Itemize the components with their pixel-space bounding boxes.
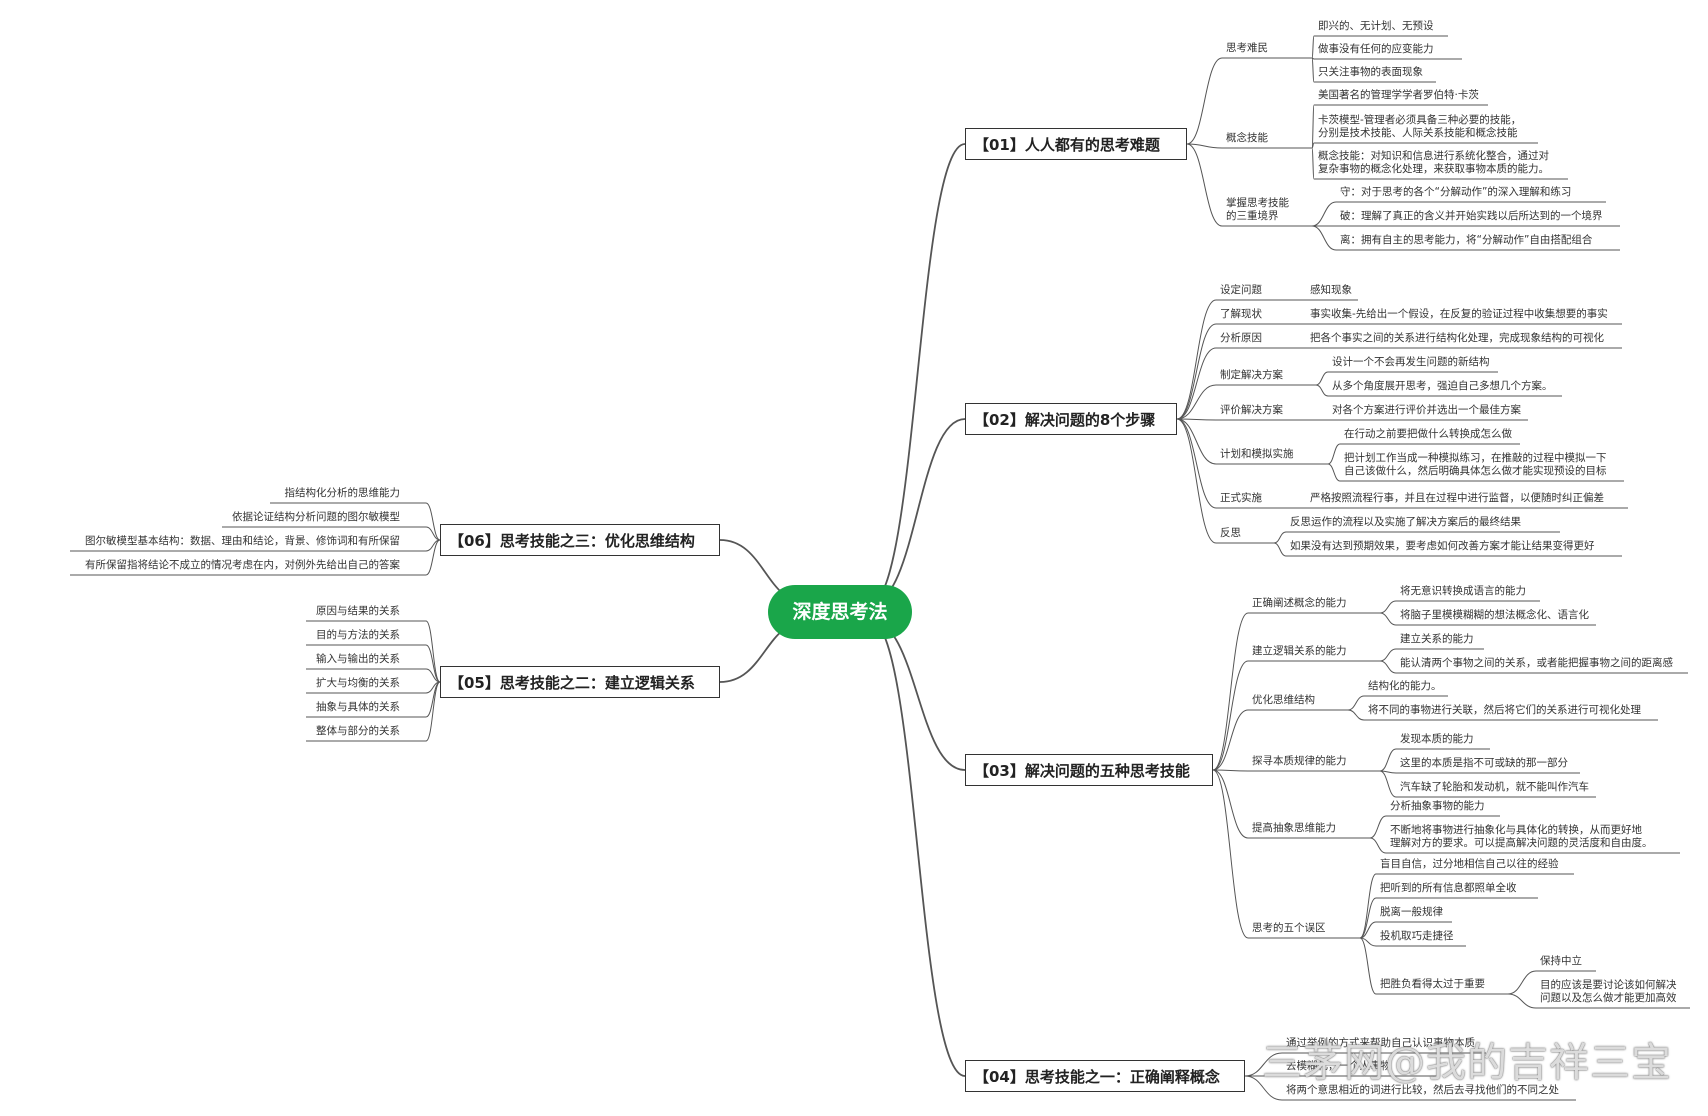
branch-02-step[interactable]: 了解现状 [1220,308,1262,320]
branch-01-topic[interactable]: 概念技能 [1226,132,1268,144]
branch-03-leaf[interactable]: 不断地将事物进行抽象化与具体化的转换，从而更好地理解对方的要求。可以提高解决问题… [1390,824,1653,849]
branch-02-leaf[interactable]: 严格按照流程行事，并且在过程中进行监督，以便随时纠正偏差 [1310,492,1604,504]
branch-01-box[interactable]: 【01】人人都有的思考难题 [965,128,1187,160]
branch-06-box[interactable]: 【06】思考技能之三：优化思维结构 [440,524,720,556]
branch-02-leaf[interactable]: 从多个角度展开思考，强迫自己多想几个方案。 [1332,380,1553,392]
branch-03-leaf[interactable]: 能认清两个事物之间的关系，或者能把握事物之间的距离感 [1400,657,1673,669]
branch-04-box[interactable]: 【04】思考技能之一：正确阐释概念 [965,1060,1245,1092]
branch-05-leaf[interactable]: 原因与结果的关系 [316,605,400,617]
branch-03-leaf[interactable]: 将脑子里模模糊糊的想法概念化、语言化 [1400,609,1589,621]
branch-06-leaf[interactable]: 有所保留指将结论不成立的情况考虑在内，对例外先给出自己的答案 [85,559,400,571]
branch-01-leaf[interactable]: 守：对于思考的各个“分解动作”的深入理解和练习 [1340,186,1572,198]
branch-03-topic[interactable]: 优化思维结构 [1252,694,1315,706]
branch-05-leaf[interactable]: 整体与部分的关系 [316,725,400,737]
branch-02-leaf[interactable]: 把各个事实之间的关系进行结构化处理，完成现象结构的可视化 [1310,332,1604,344]
branch-04-leaf[interactable]: 去模糊化，一个人事物 [1286,1060,1391,1072]
branch-03-leaf[interactable]: 盲目自信，过分地相信自己以往的经验 [1380,858,1559,870]
branch-01-leaf[interactable]: 概念技能：对知识和信息进行系统化整合，通过对复杂事物的概念化处理，来获取事物本质… [1318,150,1549,175]
branch-03-leaf[interactable]: 发现本质的能力 [1400,733,1474,745]
branch-06-leaf[interactable]: 图尔敏模型基本结构：数据、理由和结论，背景、修饰词和有所保留 [85,535,400,547]
branch-03-box[interactable]: 【03】解决问题的五种思考技能 [965,754,1213,786]
branch-03-topic[interactable]: 建立逻辑关系的能力 [1252,645,1347,657]
branch-02-step[interactable]: 设定问题 [1220,284,1262,296]
branch-05-box[interactable]: 【05】思考技能之二：建立逻辑关系 [440,666,720,698]
branch-02-leaf[interactable]: 反思运作的流程以及实施了解决方案后的最终结果 [1290,516,1521,528]
branch-01-topic[interactable]: 思考难民 [1226,42,1268,54]
branch-02-step[interactable]: 反思 [1220,527,1241,539]
branch-01-topic[interactable]: 掌握思考技能的三重境界 [1226,197,1289,222]
branch-02-leaf[interactable]: 感知现象 [1310,284,1352,296]
branch-02-step[interactable]: 计划和模拟实施 [1220,448,1294,460]
branch-05-leaf[interactable]: 抽象与具体的关系 [316,701,400,713]
branch-03-leaf[interactable]: 建立关系的能力 [1400,633,1474,645]
branch-03-leaf[interactable]: 把胜负看得太过于重要 [1380,978,1485,990]
branch-06-leaf[interactable]: 依据论证结构分析问题的图尔敏模型 [232,511,400,523]
branch-03-topic[interactable]: 提高抽象思维能力 [1252,822,1336,834]
branch-02-step[interactable]: 制定解决方案 [1220,369,1283,381]
branch-01-leaf[interactable]: 离：拥有自主的思考能力，将“分解动作”自由搭配组合 [1340,234,1593,246]
branch-01-leaf[interactable]: 美国著名的管理学学者罗伯特·卡茨 [1318,89,1479,101]
branch-03-leaf[interactable]: 把听到的所有信息都照单全收 [1380,882,1517,894]
branch-03-leaf[interactable]: 结构化的能力。 [1368,680,1442,692]
branch-01-leaf[interactable]: 只关注事物的表面现象 [1318,66,1423,78]
branch-03-leaf[interactable]: 汽车缺了轮胎和发动机，就不能叫作汽车 [1400,781,1589,793]
branch-02-leaf[interactable]: 如果没有达到预期效果，要考虑如何改善方案才能让结果变得更好 [1290,540,1595,552]
branch-03-leaf[interactable]: 将不同的事物进行关联，然后将它们的关系进行可视化处理 [1368,704,1641,716]
branch-02-leaf[interactable]: 在行动之前要把做什么转换成怎么做 [1344,428,1512,440]
branch-02-leaf[interactable]: 设计一个不会再发生问题的新结构 [1332,356,1490,368]
watermark: 三茅网@我的吉祥三宝 [1262,1040,1672,1086]
branch-03-topic[interactable]: 探寻本质规律的能力 [1252,755,1347,767]
branch-02-leaf[interactable]: 把计划工作当成一种模拟练习，在推敲的过程中模拟一下自己该做什么，然后明确具体怎么… [1344,452,1607,477]
branch-05-leaf[interactable]: 输入与输出的关系 [316,653,400,665]
branch-02-leaf[interactable]: 事实收集-先给出一个假设，在反复的验证过程中收集想要的事实 [1310,308,1608,320]
branch-03-leaf[interactable]: 脱离一般规律 [1380,906,1443,918]
branch-01-leaf[interactable]: 破：理解了真正的含义并开始实践以后所达到的一个境界 [1340,210,1603,222]
branch-03-topic[interactable]: 正确阐述概念的能力 [1252,597,1347,609]
branch-03-leaf[interactable]: 将无意识转换成语言的能力 [1400,585,1526,597]
branch-05-leaf[interactable]: 目的与方法的关系 [316,629,400,641]
branch-02-box[interactable]: 【02】解决问题的8个步骤 [965,403,1177,435]
branch-04-leaf[interactable]: 将两个意思相近的词进行比较，然后去寻找他们的不同之处 [1286,1084,1559,1096]
branch-02-step[interactable]: 正式实施 [1220,492,1262,504]
branch-01-leaf[interactable]: 做事没有任何的应变能力 [1318,43,1434,55]
branch-03-leaf[interactable]: 投机取巧走捷径 [1380,930,1454,942]
branch-04-leaf[interactable]: 通过举例的方式来帮助自己认识事物本质 [1286,1037,1475,1049]
branch-03-leaf[interactable]: 分析抽象事物的能力 [1390,800,1485,812]
branch-03-leaf[interactable]: 这里的本质是指不可或缺的那一部分 [1400,757,1568,769]
branch-05-leaf[interactable]: 扩大与均衡的关系 [316,677,400,689]
branch-02-leaf[interactable]: 对各个方案进行评价并选出一个最佳方案 [1332,404,1521,416]
branch-03-subleaf[interactable]: 目的应该是要讨论该如何解决问题以及怎么做才能更加高效 [1540,979,1677,1004]
branch-01-leaf[interactable]: 卡茨模型-管理者必须具备三种必要的技能，分别是技术技能、人际关系技能和概念技能 [1318,114,1522,139]
branch-06-leaf[interactable]: 指结构化分析的思维能力 [284,487,401,499]
branch-01-leaf[interactable]: 即兴的、无计划、无预设 [1318,20,1434,32]
branch-03-subleaf[interactable]: 保持中立 [1540,955,1582,967]
branch-02-step[interactable]: 评价解决方案 [1220,404,1283,416]
branch-03-topic[interactable]: 思考的五个误区 [1252,922,1326,934]
branch-02-step[interactable]: 分析原因 [1220,332,1262,344]
root-node[interactable]: 深度思考法 [768,585,912,639]
